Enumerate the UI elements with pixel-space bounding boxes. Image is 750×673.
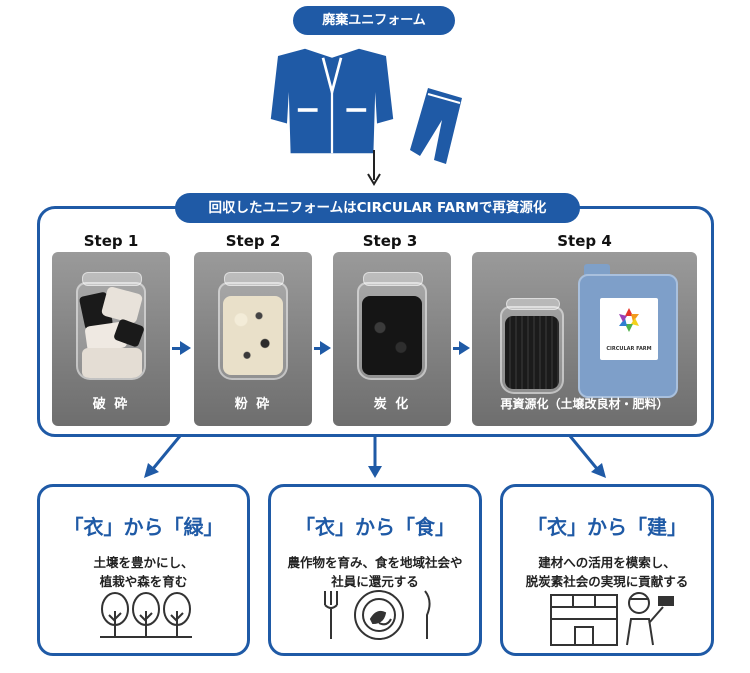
step-1-label: Step 1 [83,232,139,250]
step-2-caption: 粉 砕 [234,397,272,412]
step-3-photo: 炭 化 [333,252,451,426]
right-arrow-icon [180,341,191,355]
step-3-caption: 炭 化 [373,397,411,412]
step-1-photo: 破 砕 [52,252,170,426]
uniform-icon [270,48,462,164]
outcome-card-building: 「衣」から「建」 建材への活用を模索し、 脱炭素社会の実現に貢献する [500,484,714,656]
arrow-3-stem [453,347,461,350]
outcome-3-body: 建材への活用を模索し、 脱炭素社会の実現に貢献する [503,553,711,591]
outcome-card-green: 「衣」から「緑」 土壌を豊かにし、 植栽や森を育む [37,484,250,656]
step-3-label: Step 3 [362,232,418,250]
outcome-2-body: 農作物を育み、食を地域社会や 社員に還元する [271,553,479,591]
product-logo-text: CIRCULAR FARM [606,346,652,352]
down-arrow-icon [367,150,381,186]
outcome-card-food: 「衣」から「食」 農作物を育み、食を地域社会や 社員に還元する [268,484,482,656]
outcome-3-line-2: 脱炭素社会の実現に貢献する [525,574,689,589]
arrow-1-stem [172,347,182,350]
outcome-3-title: 「衣」から「建」 [527,515,687,539]
right-arrow-icon [320,341,331,355]
arrow-2-stem [314,347,322,350]
outcome-1-line-1: 土壌を豊かにし、 [93,555,194,570]
outcome-3-line-1: 建材への活用を模索し、 [538,555,676,570]
plate-fork-knife-icon [324,590,431,640]
step-1-caption: 破 砕 [92,397,130,412]
waste-uniform-label: 廃棄ユニフォーム [293,6,455,35]
step-4-photo: CIRCULAR FARM 再資源化（土壌改良材・肥料） [472,252,697,426]
outcome-1-title: 「衣」から「緑」 [63,515,224,539]
outcome-1-body: 土壌を豊かにし、 植栽や森を育む [40,553,247,591]
right-arrow-icon [459,341,470,355]
outcome-1-line-2: 植栽や森を育む [99,574,188,589]
step-2-label: Step 2 [225,232,281,250]
building-worker-icon [550,592,674,646]
outcome-2-line-1: 農作物を育み、食を地域社会や [287,555,463,570]
step-4-caption: 再資源化（土壌改良材・肥料） [500,397,669,411]
step-4-label: Step 4 [557,232,612,250]
process-title: 回収したユニフォームはCIRCULAR FARMで再資源化 [175,193,580,223]
branch-arrows [144,435,606,478]
circular-farm-logo-icon [619,308,639,332]
outcome-2-title: 「衣」から「食」 [295,515,455,539]
trees-icon [100,592,192,638]
step-2-photo: 粉 砕 [194,252,312,426]
outcome-2-line-2: 社員に還元する [331,574,419,589]
